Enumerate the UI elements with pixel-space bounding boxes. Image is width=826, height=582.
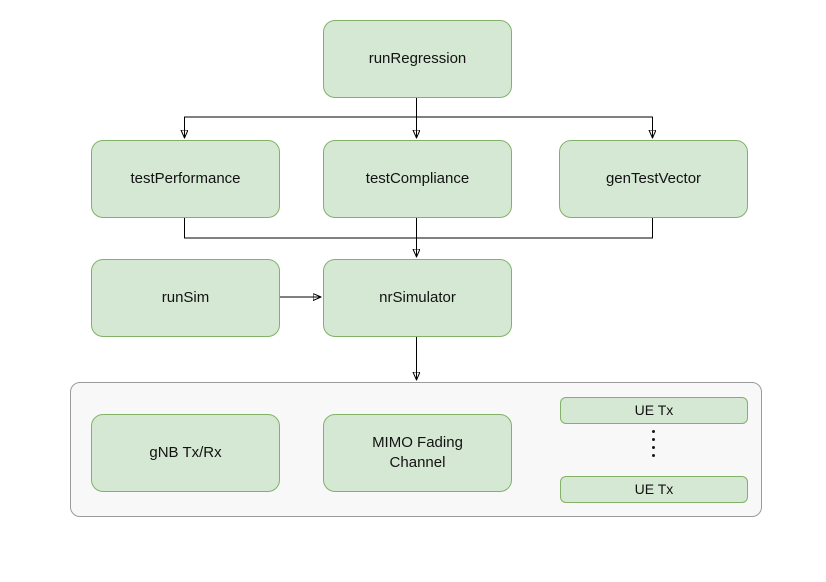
node-testcompliance: testCompliance <box>323 140 512 218</box>
node-ue-tx-bottom: UE Tx <box>560 476 748 503</box>
node-testcompliance-label: testCompliance <box>365 169 470 187</box>
edge-runregression-testperformance <box>185 96 417 138</box>
node-runregression: runRegression <box>323 20 512 98</box>
node-nrsimulator: nrSimulator <box>323 259 512 337</box>
edge-runregression-gentestvector <box>416 96 653 138</box>
node-runsim-label: runSim <box>161 288 210 306</box>
edge-testperformance-nrsimulator <box>184 216 417 239</box>
node-gnb-tx-rx-label: gNB Tx/Rx <box>149 443 222 461</box>
node-ue-tx-bottom-label: UE Tx <box>634 481 674 498</box>
node-runregression-label: runRegression <box>368 49 467 67</box>
node-ue-tx-top: UE Tx <box>560 397 748 424</box>
node-gentestvector-label: genTestVector <box>605 169 702 187</box>
node-mimo-fading-channel-label: MIMO Fading Channel <box>372 433 463 471</box>
node-mimo-fading-channel: MIMO Fading Channel <box>323 414 512 492</box>
node-gentestvector: genTestVector <box>559 140 748 218</box>
node-ue-tx-top-label: UE Tx <box>634 402 674 419</box>
node-testperformance-label: testPerformance <box>130 169 241 187</box>
vertical-ellipsis-icon <box>648 430 658 457</box>
node-nrsimulator-label: nrSimulator <box>379 288 456 306</box>
node-testperformance: testPerformance <box>91 140 280 218</box>
node-gnb-tx-rx: gNB Tx/Rx <box>91 414 280 492</box>
node-runsim: runSim <box>91 259 280 337</box>
edge-gentestvector-nrsimulator <box>416 216 653 239</box>
